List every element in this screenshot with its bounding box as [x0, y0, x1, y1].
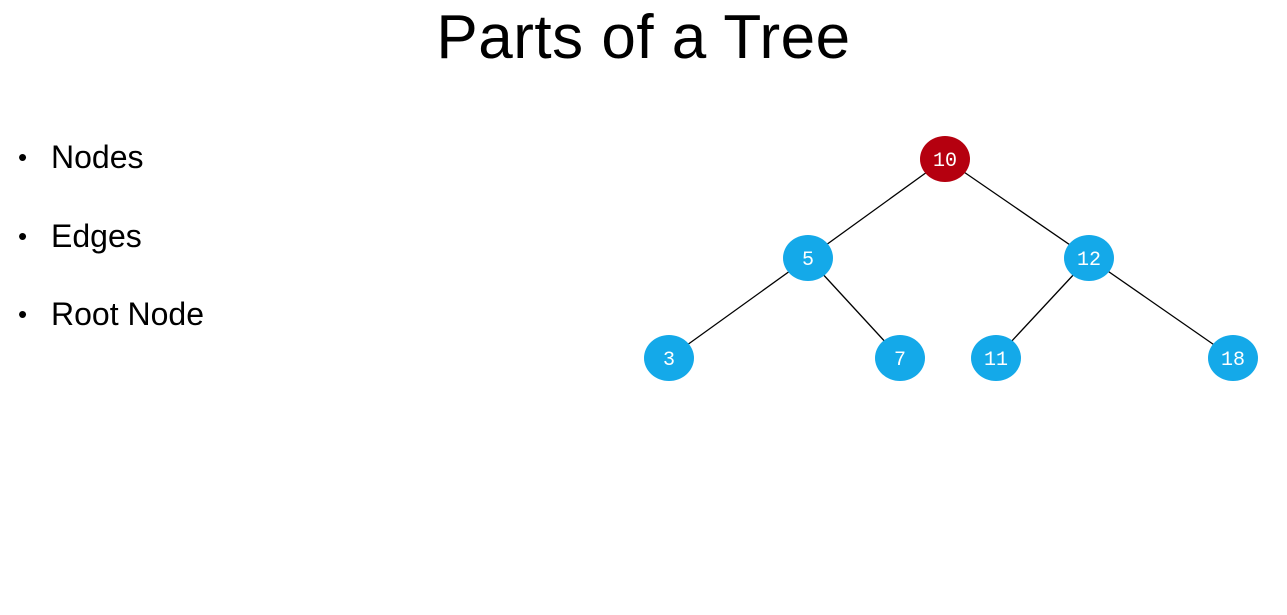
tree-node: 18 [1208, 335, 1258, 381]
tree-node: 7 [875, 335, 925, 381]
node-circle [1064, 235, 1114, 281]
node-circle [875, 335, 925, 381]
node-label: 12 [1077, 249, 1101, 272]
node-layer: 10 5 12 3 7 11 18 [644, 136, 1258, 381]
node-label: 5 [802, 249, 814, 272]
edge-n10-n12 [944, 158, 1090, 259]
bullet-list: • Nodes • Edges • Root Node [18, 132, 204, 368]
tree-node: 11 [971, 335, 1021, 381]
edge-n5-n3 [668, 257, 809, 359]
node-circle [644, 335, 694, 381]
tree-node: 12 [1064, 235, 1114, 281]
root-node: 10 [920, 136, 970, 182]
node-circle [783, 235, 833, 281]
node-circle [971, 335, 1021, 381]
bullet-item-nodes: • Nodes [18, 132, 204, 211]
tree-node: 3 [644, 335, 694, 381]
node-label: 18 [1221, 349, 1245, 372]
bullet-label: Edges [51, 217, 142, 254]
edge-n5-n7 [807, 257, 901, 359]
bullet-dot-icon: • [18, 220, 28, 251]
root-node-circle [920, 136, 970, 182]
slide-title: Parts of a Tree [436, 3, 851, 72]
edge-layer [668, 158, 1234, 359]
bullet-dot-icon: • [18, 299, 28, 329]
node-circle [1208, 335, 1258, 381]
bullet-label: Nodes [51, 139, 144, 175]
edge-n12-n18 [1088, 257, 1234, 359]
edge-n10-n5 [807, 158, 946, 259]
node-label: 3 [663, 349, 675, 372]
node-label: 7 [894, 349, 906, 372]
node-label: 10 [933, 150, 957, 173]
tree-node: 5 [783, 235, 833, 281]
node-label: 11 [984, 349, 1008, 372]
bullet-item-root-node: • Root Node [18, 289, 204, 368]
bullet-item-edges: • Edges [18, 211, 204, 290]
bullet-label: Root Node [51, 296, 204, 332]
edge-n12-n11 [995, 257, 1090, 359]
bullet-dot-icon: • [18, 142, 28, 172]
